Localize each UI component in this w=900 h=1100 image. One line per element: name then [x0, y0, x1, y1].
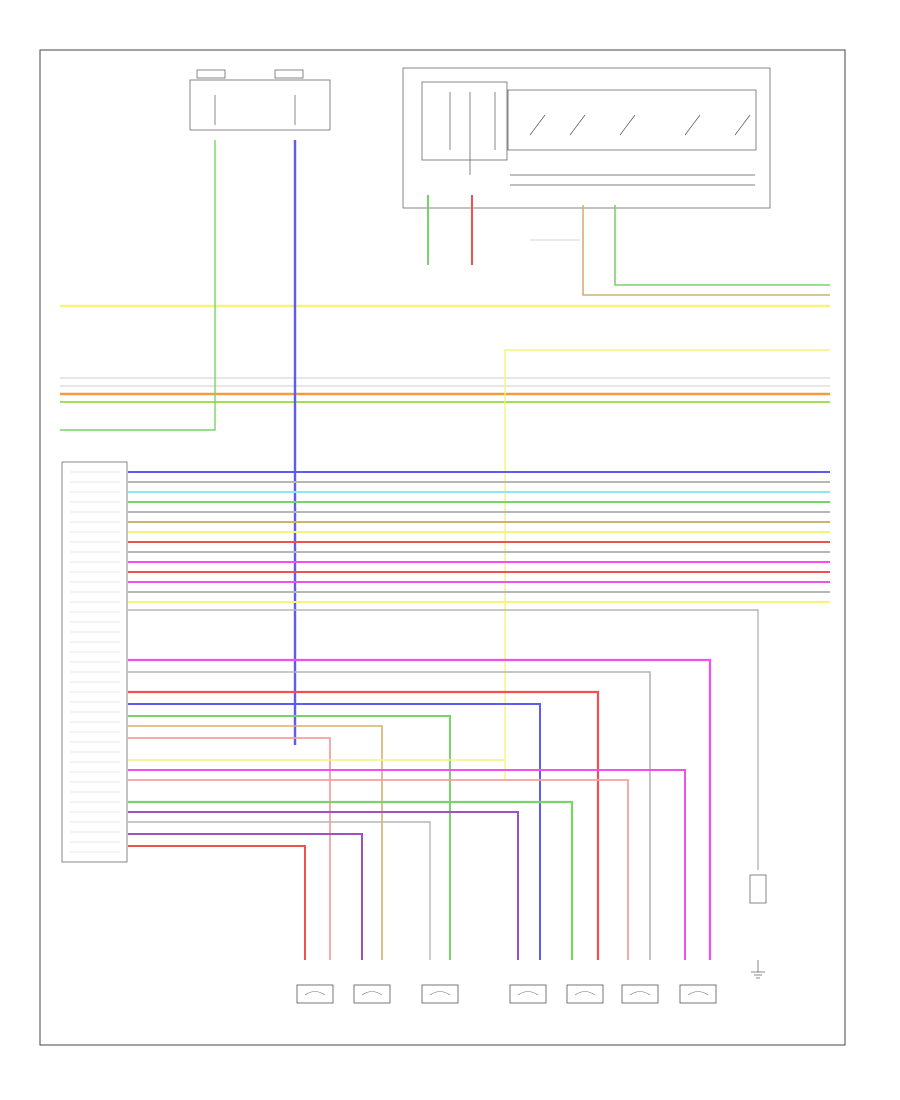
wire-gray: [128, 821, 431, 960]
speaker-icon: [421, 984, 459, 1004]
wire-blue: [128, 703, 541, 960]
switch-icon: [529, 114, 751, 136]
speaker-icon: [296, 984, 334, 1004]
diagram-border: [39, 49, 846, 1046]
wire-purple: [128, 811, 519, 960]
speaker-icon: [353, 984, 391, 1004]
ground-icon: [751, 960, 765, 979]
switch-panel: [402, 67, 771, 209]
speaker-icon: [566, 984, 604, 1004]
wire-green: [60, 140, 216, 431]
fuse-icon: [749, 874, 767, 904]
wire-red: [128, 845, 306, 960]
wire-magenta: [128, 769, 686, 960]
wire-pink: [128, 737, 331, 960]
amplifier-pins: [70, 471, 120, 853]
wire-green: [128, 800, 574, 960]
wire-gray: [128, 671, 651, 960]
wire-yellow: [504, 349, 830, 780]
amplifier-connector: [61, 461, 128, 863]
wire-purple: [128, 833, 363, 960]
speaker-icon: [509, 984, 547, 1004]
wire-magenta: [128, 658, 712, 960]
wire-red: [128, 690, 600, 960]
wire-tan: [582, 205, 830, 296]
wire-pink: [128, 779, 629, 960]
wire-harness: [60, 140, 830, 960]
wire-green: [614, 205, 830, 286]
speaker-icon: [621, 984, 659, 1004]
wire-tan: [128, 725, 383, 960]
speakers: [296, 984, 717, 1004]
wire-gray: [128, 609, 759, 870]
fuse-block: [189, 69, 331, 131]
speaker-icon: [679, 984, 717, 1004]
wire-green: [128, 715, 451, 960]
